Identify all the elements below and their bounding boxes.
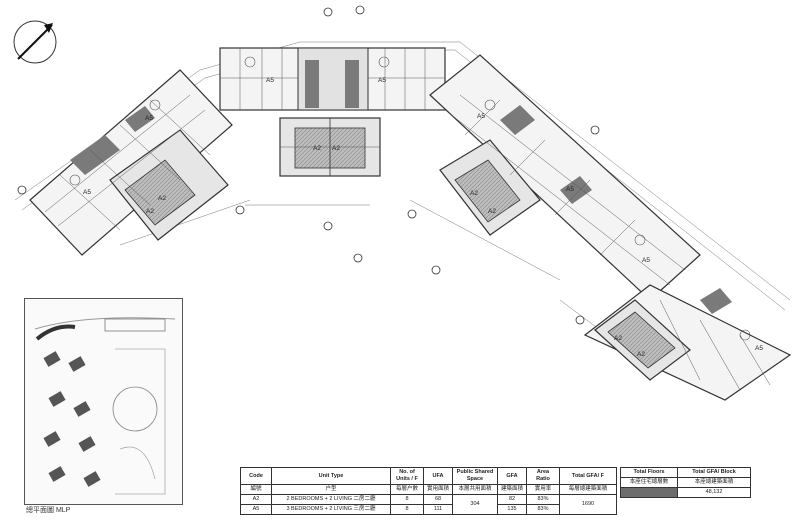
col-header-unit-type-zh: 户型 xyxy=(271,484,391,495)
keyplan-caption: 總平面圖 MLP xyxy=(26,507,71,514)
cell-ufa: 68 xyxy=(423,494,453,505)
table-row: 48,132 xyxy=(620,487,751,498)
cell-code: A5 xyxy=(240,504,272,515)
cell-area-ratio: 83% xyxy=(526,494,560,505)
table-header-row: Code Unit Type No. of Units / F UFA Publ… xyxy=(240,467,617,485)
cell-total-floors xyxy=(620,487,678,498)
unit-label-a5: A5 xyxy=(145,115,153,122)
unit-label-a2: A2 xyxy=(470,190,478,197)
cell-area-ratio: 83% xyxy=(526,504,560,515)
unit-label-a2: A2 xyxy=(614,335,622,342)
col-header-total-floors: Total Floors xyxy=(620,467,678,478)
col-header-gfa-zh: 建築面積 xyxy=(497,484,527,495)
unit-label-a2: A2 xyxy=(637,351,645,358)
floor-plan-drawing: A5 A5 A2 A2 A5 A5 A2 A2 A5 A2 A2 A5 A5 A… xyxy=(13,5,792,401)
col-header-ufa: UFA xyxy=(423,467,453,485)
col-header-area-ratio: Area Ratio xyxy=(526,467,560,485)
unit-label-a5: A5 xyxy=(83,189,91,196)
right-wing xyxy=(429,54,701,301)
col-header-units: No. of Units / F xyxy=(390,467,424,485)
table-row: A5 3 BEDROOMS + 2 LIVING 三房二廳 8 111 135 … xyxy=(240,504,617,515)
unit-label-a5: A5 xyxy=(477,113,485,120)
unit-schedule-table: Code Unit Type No. of Units / F UFA Publ… xyxy=(240,467,617,515)
unit-label-a2: A2 xyxy=(313,145,321,152)
cell-unit-type: 2 BEDROOMS + 2 LIVING 二房二廳 xyxy=(271,494,391,505)
col-header-unit-type: Unit Type xyxy=(271,467,391,485)
table-header-row-zh: 編號 户型 每層户數 實用面積 本層共用面積 建築面積 實用率 每層總建築面積 xyxy=(240,484,617,495)
col-header-ufa-zh: 實用面積 xyxy=(423,484,453,495)
col-header-code: Code xyxy=(240,467,272,485)
bottom-right-block xyxy=(583,284,792,401)
cell-units: 8 xyxy=(390,494,424,505)
cell-public-shared: 304 xyxy=(452,494,498,515)
unit-label-a5: A5 xyxy=(566,186,574,193)
col-header-total-gfa-block: Total GFA/ Block xyxy=(677,467,751,478)
cell-gfa: 135 xyxy=(497,504,527,515)
totals-table: Total Floors Total GFA/ Block 本座住宅總層數 本座… xyxy=(620,467,751,498)
col-header-code-zh: 編號 xyxy=(240,484,272,495)
table-row: A2 2 BEDROOMS + 2 LIVING 二房二廳 8 68 304 8… xyxy=(240,494,617,515)
site-plan-drawing xyxy=(25,299,182,504)
left-wing xyxy=(29,69,233,256)
unit-label-a5: A5 xyxy=(755,345,763,352)
col-header-total-gfa-block-zh: 本座總建築面積 xyxy=(677,477,751,488)
cell-unit-type: 3 BEDROOMS + 2 LIVING 三房二廳 xyxy=(271,504,391,515)
totals-header-row: Total Floors Total GFA/ Block xyxy=(620,467,751,478)
unit-label-a2: A2 xyxy=(332,145,340,152)
col-header-public-shared: Public Shared Space xyxy=(452,467,498,485)
key-site-plan xyxy=(24,298,183,505)
col-header-area-ratio-zh: 實用率 xyxy=(526,484,560,495)
col-header-gfa: GFA xyxy=(497,467,527,485)
col-header-total-floors-zh: 本座住宅總層數 xyxy=(620,477,678,488)
unit-label-a2: A2 xyxy=(158,195,166,202)
unit-label-a5: A5 xyxy=(642,257,650,264)
top-block xyxy=(219,47,446,111)
col-header-total-gfa: Total GFA/ F xyxy=(559,467,617,485)
cell-units: 8 xyxy=(390,504,424,515)
col-header-total-gfa-zh: 每層總建築面積 xyxy=(559,484,617,495)
center-block xyxy=(279,117,381,177)
cell-code: A2 xyxy=(240,494,272,505)
unit-label-a2: A2 xyxy=(488,208,496,215)
cell-total-gfa: 1690 xyxy=(559,494,617,515)
cell-total-gfa-block: 48,132 xyxy=(677,487,751,498)
unit-label-a2: A2 xyxy=(146,208,154,215)
cell-ufa: 111 xyxy=(423,504,453,515)
north-arrow-icon xyxy=(13,20,57,64)
col-header-public-shared-zh: 本層共用面積 xyxy=(452,484,498,495)
unit-label-group: A5 A5 A2 A2 A5 A5 A2 A2 A5 A2 A2 A5 A5 A… xyxy=(83,77,763,358)
unit-label-a5: A5 xyxy=(378,77,386,84)
grid-markers xyxy=(17,5,600,325)
col-header-units-zh: 每層户數 xyxy=(390,484,424,495)
cell-gfa: 82 xyxy=(497,494,527,505)
unit-label-a5: A5 xyxy=(266,77,274,84)
totals-header-row-zh: 本座住宅總層數 本座總建築面積 xyxy=(620,477,751,488)
